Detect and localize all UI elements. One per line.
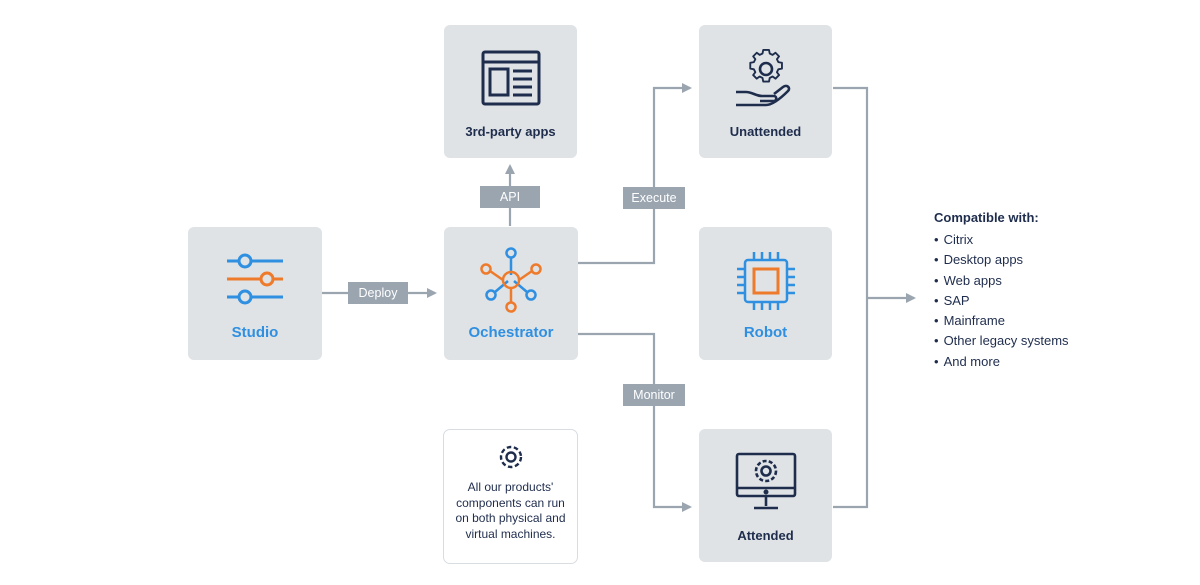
compat-item: And more xyxy=(934,352,1069,372)
merge-line-top xyxy=(833,86,869,509)
studio-label: Studio xyxy=(231,324,279,341)
monitor-label: Monitor xyxy=(623,384,685,406)
machines-note: All our products' components can run on … xyxy=(443,429,578,564)
orchestrator-node: Ochestrator xyxy=(444,227,578,360)
gear-icon xyxy=(444,442,577,472)
monitor-arrow xyxy=(578,332,692,512)
execute-arrow xyxy=(578,83,692,265)
compat-item: Mainframe xyxy=(934,311,1069,331)
unattended-node: Unattended xyxy=(699,25,832,158)
compatibility-list: Compatible with: Citrix Desktop apps Web… xyxy=(934,210,1069,372)
compat-item: SAP xyxy=(934,291,1069,311)
sliders-icon xyxy=(188,251,322,307)
attended-label: Attended xyxy=(737,528,794,543)
monitor-gear-icon xyxy=(699,451,832,513)
third-party-apps-node: 3rd-party apps xyxy=(444,25,577,158)
studio-node: Studio xyxy=(188,227,322,360)
third-party-apps-label: 3rd-party apps xyxy=(465,124,556,139)
compatibility-title: Compatible with: xyxy=(934,210,1039,225)
compat-item: Other legacy systems xyxy=(934,331,1069,351)
api-label: API xyxy=(480,186,540,208)
compat-item: Web apps xyxy=(934,271,1069,291)
robot-label: Robot xyxy=(743,324,788,341)
network-hub-icon xyxy=(444,245,578,315)
orchestrator-label: Ochestrator xyxy=(468,324,554,341)
compat-item: Desktop apps xyxy=(934,250,1069,270)
gear-hand-icon xyxy=(699,47,832,109)
unattended-label: Unattended xyxy=(729,124,802,139)
machines-note-text: All our products' components can run on … xyxy=(455,480,566,541)
compat-item: Citrix xyxy=(934,230,1069,250)
execute-label: Execute xyxy=(623,187,685,209)
robot-node: Robot xyxy=(699,227,832,360)
chip-icon xyxy=(699,249,832,313)
attended-node: Attended xyxy=(699,429,832,562)
browser-window-icon xyxy=(444,49,577,107)
deploy-label: Deploy xyxy=(348,282,408,304)
